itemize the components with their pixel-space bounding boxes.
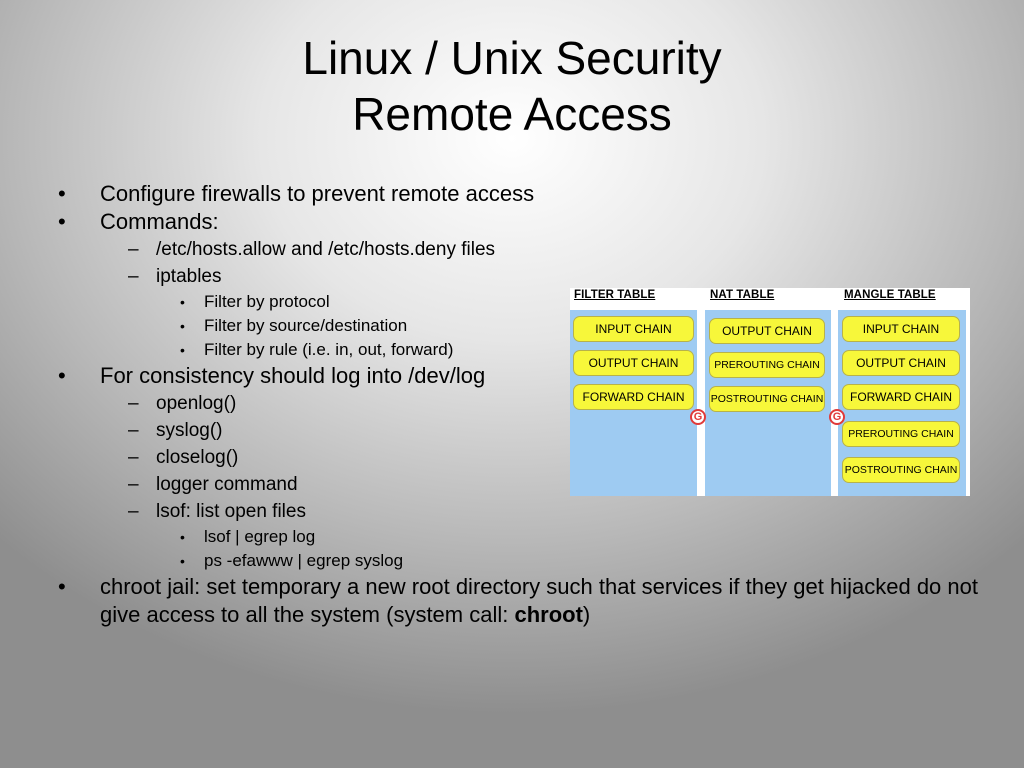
mangle-forward-chain: FORWARD CHAIN	[842, 384, 960, 410]
sub-lsof: lsof: list open files lsof | egrep log p…	[128, 498, 978, 573]
nat-output-chain: OUTPUT CHAIN	[709, 318, 825, 344]
bullet-logging: For consistency should log into /dev/log…	[58, 362, 978, 573]
filter-table-header: FILTER TABLE	[574, 289, 656, 301]
mangle-table-header: MANGLE TABLE	[844, 289, 936, 301]
sub-closelog: closelog()	[128, 444, 978, 471]
sub-syslog: syslog()	[128, 417, 978, 444]
filter-input-chain: INPUT CHAIN	[573, 316, 694, 342]
nat-table-header: NAT TABLE	[710, 289, 775, 301]
slide-title: Linux / Unix Security Remote Access	[0, 30, 1024, 142]
bullet-commands: Commands: /etc/hosts.allow and /etc/host…	[58, 208, 978, 362]
bullet-firewalls: Configure firewalls to prevent remote ac…	[58, 180, 978, 208]
filter-forward-chain: FORWARD CHAIN	[573, 384, 694, 410]
bullet-chroot: chroot jail: set temporary a new root di…	[58, 573, 978, 629]
mangle-postrouting-chain: POSTROUTING CHAIN	[842, 457, 960, 483]
iptables-item: Filter by source/destination	[178, 314, 978, 338]
title-line-2: Remote Access	[352, 88, 672, 140]
sub-hosts-files: /etc/hosts.allow and /etc/hosts.deny fil…	[128, 236, 978, 263]
filter-table-panel: INPUT CHAIN OUTPUT CHAIN FORWARD CHAIN	[570, 310, 697, 496]
mangle-prerouting-chain: PREROUTING CHAIN	[842, 421, 960, 447]
sub-iptables: iptables Filter by protocol Filter by so…	[128, 263, 978, 362]
link-g-icon: G	[690, 409, 706, 425]
title-line-1: Linux / Unix Security	[302, 32, 722, 84]
nat-postrouting-chain: POSTROUTING CHAIN	[709, 386, 825, 412]
filter-output-chain: OUTPUT CHAIN	[573, 350, 694, 376]
lsof-item: lsof | egrep log	[178, 525, 978, 549]
chroot-keyword: chroot	[514, 602, 583, 627]
nat-prerouting-chain: PREROUTING CHAIN	[709, 352, 825, 378]
nat-table-panel: OUTPUT CHAIN PREROUTING CHAIN POSTROUTIN…	[705, 310, 831, 496]
link-g-icon: G	[829, 409, 845, 425]
iptables-diagram: FILTER TABLE INPUT CHAIN OUTPUT CHAIN FO…	[570, 288, 970, 496]
iptables-item: Filter by protocol	[178, 290, 978, 314]
mangle-output-chain: OUTPUT CHAIN	[842, 350, 960, 376]
sub-openlog: openlog()	[128, 390, 978, 417]
lsof-item: ps -efawww | egrep syslog	[178, 549, 978, 573]
sub-logger: logger command	[128, 471, 978, 498]
bullet-list: Configure firewalls to prevent remote ac…	[58, 180, 978, 629]
iptables-item: Filter by rule (i.e. in, out, forward)	[178, 338, 978, 362]
mangle-table-panel: INPUT CHAIN OUTPUT CHAIN FORWARD CHAIN P…	[838, 310, 966, 496]
mangle-input-chain: INPUT CHAIN	[842, 316, 960, 342]
